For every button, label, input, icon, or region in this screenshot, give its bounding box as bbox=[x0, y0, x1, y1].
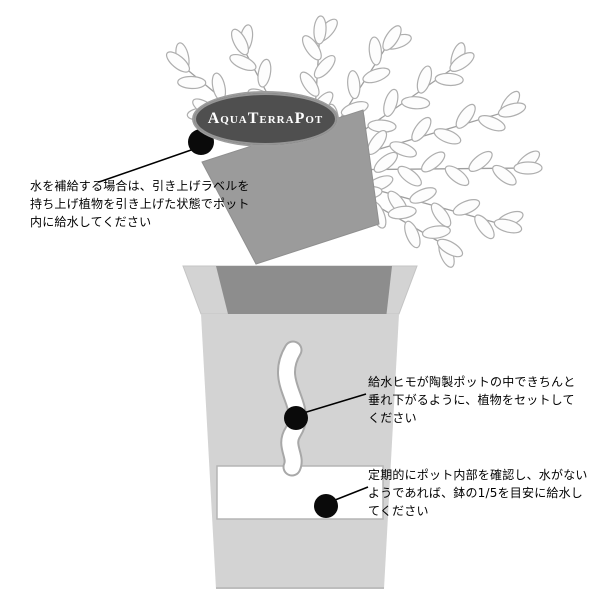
leaf bbox=[387, 205, 417, 220]
leaf bbox=[436, 238, 464, 258]
annotation-check: 定期的にポット内部を確認し、水がない ようであれば、鉢の1/5を目安に給水し て… bbox=[368, 468, 588, 518]
leaf bbox=[455, 103, 476, 129]
leaf bbox=[229, 53, 257, 72]
callout-line-check bbox=[329, 486, 369, 503]
leaf bbox=[444, 165, 470, 187]
annotation-refill: 水を補給する場合は、引き上げラベルを 持ち上げ植物を引き上げた状態でポット 内に… bbox=[30, 179, 250, 229]
brand-badge-label: AquaTerraPot bbox=[207, 110, 324, 127]
leaf bbox=[416, 65, 433, 94]
brand-badge: AquaTerraPot bbox=[192, 91, 339, 147]
leaf bbox=[430, 202, 452, 228]
leaf bbox=[409, 187, 437, 204]
leaf bbox=[368, 36, 383, 66]
leaf bbox=[474, 214, 495, 240]
leaf bbox=[362, 67, 391, 84]
leaf bbox=[411, 116, 432, 142]
leaf bbox=[373, 151, 398, 173]
leaf bbox=[478, 115, 506, 132]
leaf bbox=[389, 141, 417, 158]
leaf bbox=[257, 58, 272, 88]
leaf bbox=[492, 164, 517, 186]
leaf bbox=[468, 150, 493, 172]
leaf bbox=[313, 55, 336, 79]
leaf bbox=[404, 220, 421, 249]
leaf bbox=[397, 165, 422, 187]
leaf bbox=[513, 161, 543, 175]
leaf bbox=[401, 96, 431, 110]
leaf bbox=[313, 15, 327, 45]
leaf bbox=[434, 72, 464, 87]
leaf bbox=[493, 218, 523, 234]
water-reservoir bbox=[216, 465, 384, 520]
annotation-wick: 給水ヒモが陶製ポットの中できちんと 垂れ下がるように、植物をセットして ください bbox=[368, 375, 576, 425]
callout-line-refill bbox=[98, 148, 195, 183]
leaf bbox=[383, 88, 399, 118]
leaf bbox=[421, 151, 446, 173]
leaf bbox=[382, 25, 402, 51]
leaf bbox=[165, 51, 191, 73]
leaf bbox=[433, 128, 462, 145]
leaf bbox=[299, 71, 320, 97]
leaf bbox=[301, 35, 322, 61]
leaf bbox=[421, 225, 451, 239]
callout-dot-wick bbox=[284, 406, 308, 430]
leaf bbox=[177, 75, 207, 90]
leaf bbox=[452, 199, 481, 216]
leaf bbox=[497, 102, 527, 118]
leaf bbox=[230, 28, 250, 56]
callout-dot-check bbox=[314, 494, 338, 518]
callout-line-wick bbox=[299, 393, 367, 415]
leaf bbox=[449, 52, 475, 72]
leaf bbox=[347, 70, 361, 100]
